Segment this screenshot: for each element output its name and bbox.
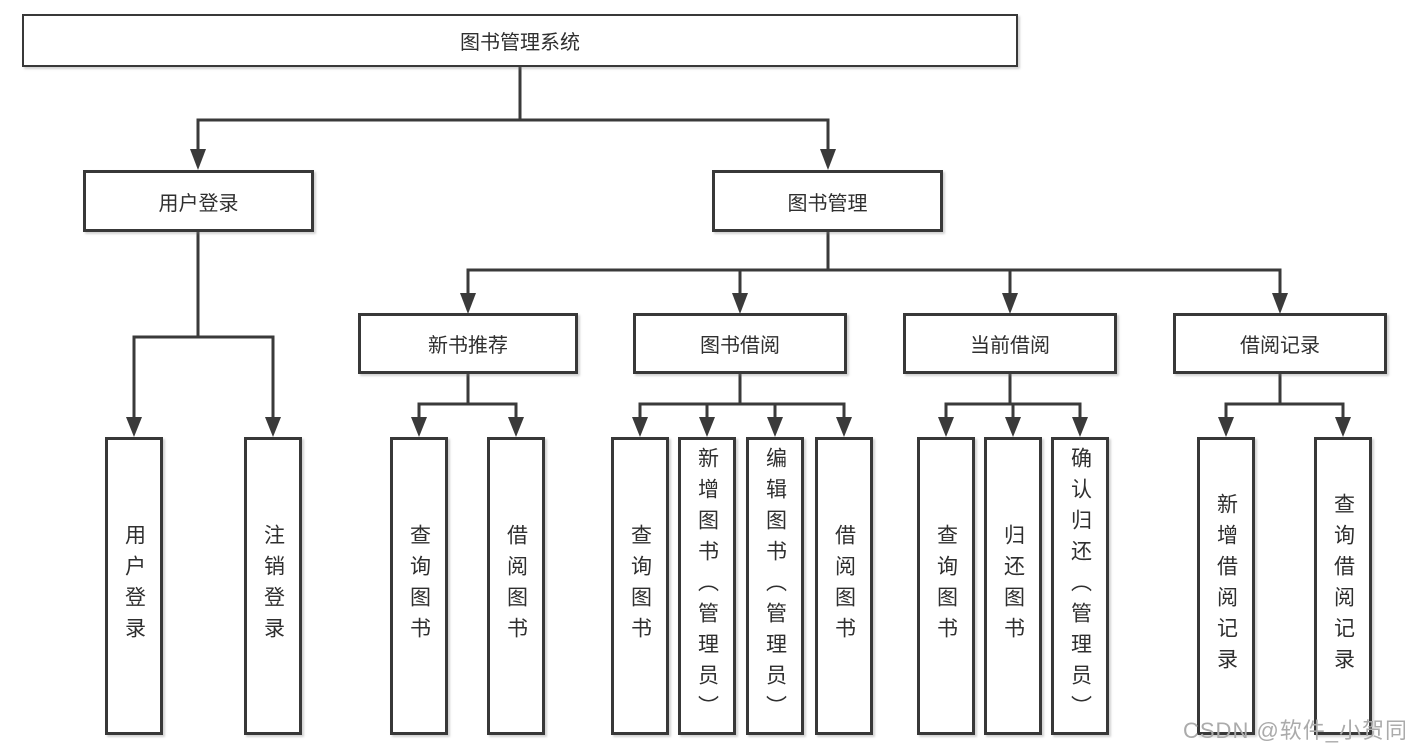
leaf-add-borrow-record-label: 新增借阅记录 bbox=[1214, 493, 1238, 679]
node-user-login-label: 用户登录 bbox=[158, 192, 239, 215]
node-library-system: 图书管理系统 bbox=[22, 14, 1018, 67]
leaf-edit-books-admin: 编辑图书（管理员） bbox=[746, 437, 804, 735]
node-new-book-recommend-label: 新书推荐 bbox=[428, 335, 508, 357]
node-borrow-records: 借阅记录 bbox=[1173, 313, 1387, 374]
leaf-confirm-return-admin-label: 确认归还（管理员） bbox=[1068, 446, 1092, 726]
connector-new-book-branch bbox=[411, 374, 524, 437]
node-library-system-label: 图书管理系统 bbox=[460, 32, 580, 54]
leaf-borrow-query-books-label: 查询图书 bbox=[628, 524, 652, 648]
node-book-management-label: 图书管理 bbox=[787, 192, 868, 215]
leaf-confirm-return-admin: 确认归还（管理员） bbox=[1051, 437, 1109, 735]
connector-root-to-level2 bbox=[190, 67, 836, 170]
leaf-new-books-borrow-label: 借阅图书 bbox=[504, 524, 528, 648]
leaf-user-login: 用户登录 bbox=[105, 437, 163, 735]
node-book-borrow: 图书借阅 bbox=[633, 313, 847, 374]
leaf-user-login-label: 用户登录 bbox=[122, 524, 146, 648]
leaf-add-books-admin: 新增图书（管理员） bbox=[678, 437, 736, 735]
csdn-watermark: CSDN @软件_小贺同学 bbox=[1183, 718, 1405, 743]
leaf-new-books-borrow: 借阅图书 bbox=[487, 437, 545, 735]
node-current-borrow: 当前借阅 bbox=[903, 313, 1117, 374]
leaf-borrow-books-label: 借阅图书 bbox=[832, 524, 856, 648]
leaf-edit-books-admin-label: 编辑图书（管理员） bbox=[763, 446, 787, 726]
connector-current-borrow-branch bbox=[938, 374, 1088, 437]
leaf-return-books-label: 归还图书 bbox=[1001, 524, 1025, 648]
node-current-borrow-label: 当前借阅 bbox=[970, 335, 1050, 357]
leaf-query-borrow-record: 查询借阅记录 bbox=[1314, 437, 1372, 735]
leaf-add-borrow-record: 新增借阅记录 bbox=[1197, 437, 1255, 735]
leaf-current-query-books: 查询图书 bbox=[917, 437, 975, 735]
node-user-login: 用户登录 bbox=[83, 170, 314, 232]
node-new-book-recommend: 新书推荐 bbox=[358, 313, 578, 374]
connector-borrow-records-branch bbox=[1218, 374, 1351, 437]
connector-book-borrow-branch bbox=[632, 374, 852, 437]
node-borrow-records-label: 借阅记录 bbox=[1240, 335, 1320, 357]
leaf-borrow-books: 借阅图书 bbox=[815, 437, 873, 735]
leaf-logout: 注销登录 bbox=[244, 437, 302, 735]
leaf-return-books: 归还图书 bbox=[984, 437, 1042, 735]
leaf-query-borrow-record-label: 查询借阅记录 bbox=[1331, 493, 1355, 679]
leaf-current-query-books-label: 查询图书 bbox=[934, 524, 958, 648]
leaf-new-books-query: 查询图书 bbox=[390, 437, 448, 735]
leaf-add-books-admin-label: 新增图书（管理员） bbox=[695, 446, 719, 726]
leaf-new-books-query-label: 查询图书 bbox=[407, 524, 431, 648]
leaf-logout-label: 注销登录 bbox=[261, 524, 285, 648]
node-book-management: 图书管理 bbox=[712, 170, 943, 232]
node-book-borrow-label: 图书借阅 bbox=[700, 335, 780, 357]
connector-user-login-branch bbox=[126, 232, 281, 437]
leaf-borrow-query-books: 查询图书 bbox=[611, 437, 669, 735]
connector-book-management-to-level3 bbox=[460, 232, 1288, 314]
